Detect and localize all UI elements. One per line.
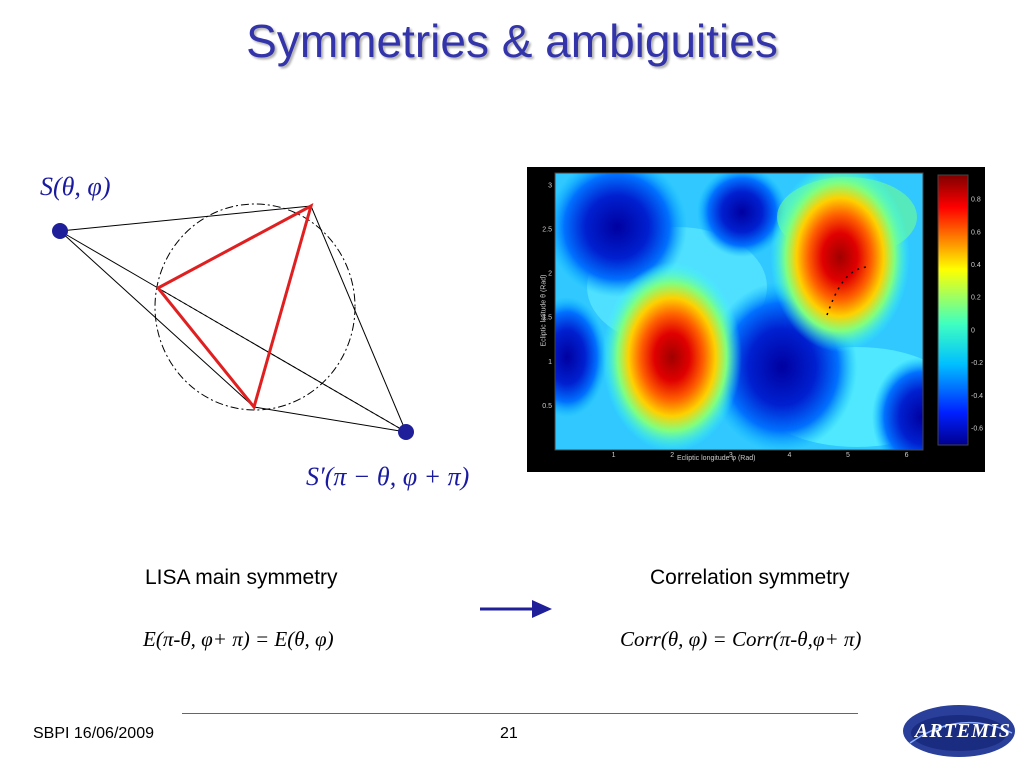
source-point xyxy=(52,223,68,239)
footer-divider xyxy=(182,713,858,714)
correlation-heatmap: 1 2 3 4 5 6 0.5 1 1.5 2 2.5 3 0.8 0.6 0.4 0.2 0 -0.2 -0.4 -… xyxy=(527,167,985,472)
colorbar-tick-label: -0.6 xyxy=(971,426,983,433)
right-equation: Corr(θ, φ) = Corr(π-θ,φ+ π) xyxy=(620,627,862,651)
ray xyxy=(59,205,312,232)
x-tick-label: 2 xyxy=(670,452,674,459)
y-tick-label: 0.5 xyxy=(542,403,552,410)
y-tick-label: 3 xyxy=(548,182,552,189)
x-axis-label: Ecliptic longitude φ (Rad) xyxy=(677,455,756,462)
y-tick-label: 1 xyxy=(548,359,552,366)
source-label: S(θ, φ) xyxy=(40,172,111,201)
ray xyxy=(59,230,159,289)
logo-text: ARTEMIS xyxy=(915,720,1011,742)
y-tick-label: 1.5 xyxy=(542,315,552,322)
colorbar-tick-label: 0.8 xyxy=(971,197,981,204)
ray xyxy=(157,287,407,433)
trajectory-marks xyxy=(826,266,868,316)
right-caption: Correlation symmetry xyxy=(650,566,850,589)
colorbar-tick-label: -0.2 xyxy=(971,360,983,367)
slide-title: Symmetries & ambiguities xyxy=(246,15,778,67)
ray xyxy=(310,205,407,433)
left-equation: E(π-θ, φ+ π) = E(θ, φ) xyxy=(143,627,334,651)
colorbar-tick-label: 0.6 xyxy=(971,229,981,236)
footer-date: SBPI 16/06/2009 xyxy=(33,725,154,742)
y-axis-label: Ecliptic latitude θ (Rad) xyxy=(540,274,548,347)
x-tick-label: 1 xyxy=(612,452,616,459)
x-tick-label: 6 xyxy=(905,452,909,459)
ray xyxy=(253,406,407,433)
satellite-triangle xyxy=(155,203,314,411)
y-tick-label: 2.5 xyxy=(542,226,552,233)
x-tick-label: 3 xyxy=(729,452,733,459)
colorbar-tick-label: 0.4 xyxy=(971,262,981,269)
x-tick-label: 4 xyxy=(787,452,791,459)
colorbar-tick-label: 0.2 xyxy=(971,295,981,302)
orbit-circle xyxy=(154,203,356,411)
colorbar-tick-label: 0 xyxy=(971,327,975,334)
image-label: S′(π − θ, φ + π) xyxy=(306,462,470,491)
page-number: 21 xyxy=(500,725,518,742)
artemis-logo: ARTEMIS xyxy=(900,703,1018,760)
x-tick-label: 5 xyxy=(846,452,850,459)
ray xyxy=(59,230,255,408)
left-caption: LISA main symmetry xyxy=(145,566,338,589)
implies-arrow-icon xyxy=(480,600,552,618)
colorbar-tick-label: -0.4 xyxy=(971,393,983,400)
image-point xyxy=(398,424,414,440)
symmetry-diagram xyxy=(52,203,414,440)
y-tick-label: 2 xyxy=(548,271,552,278)
